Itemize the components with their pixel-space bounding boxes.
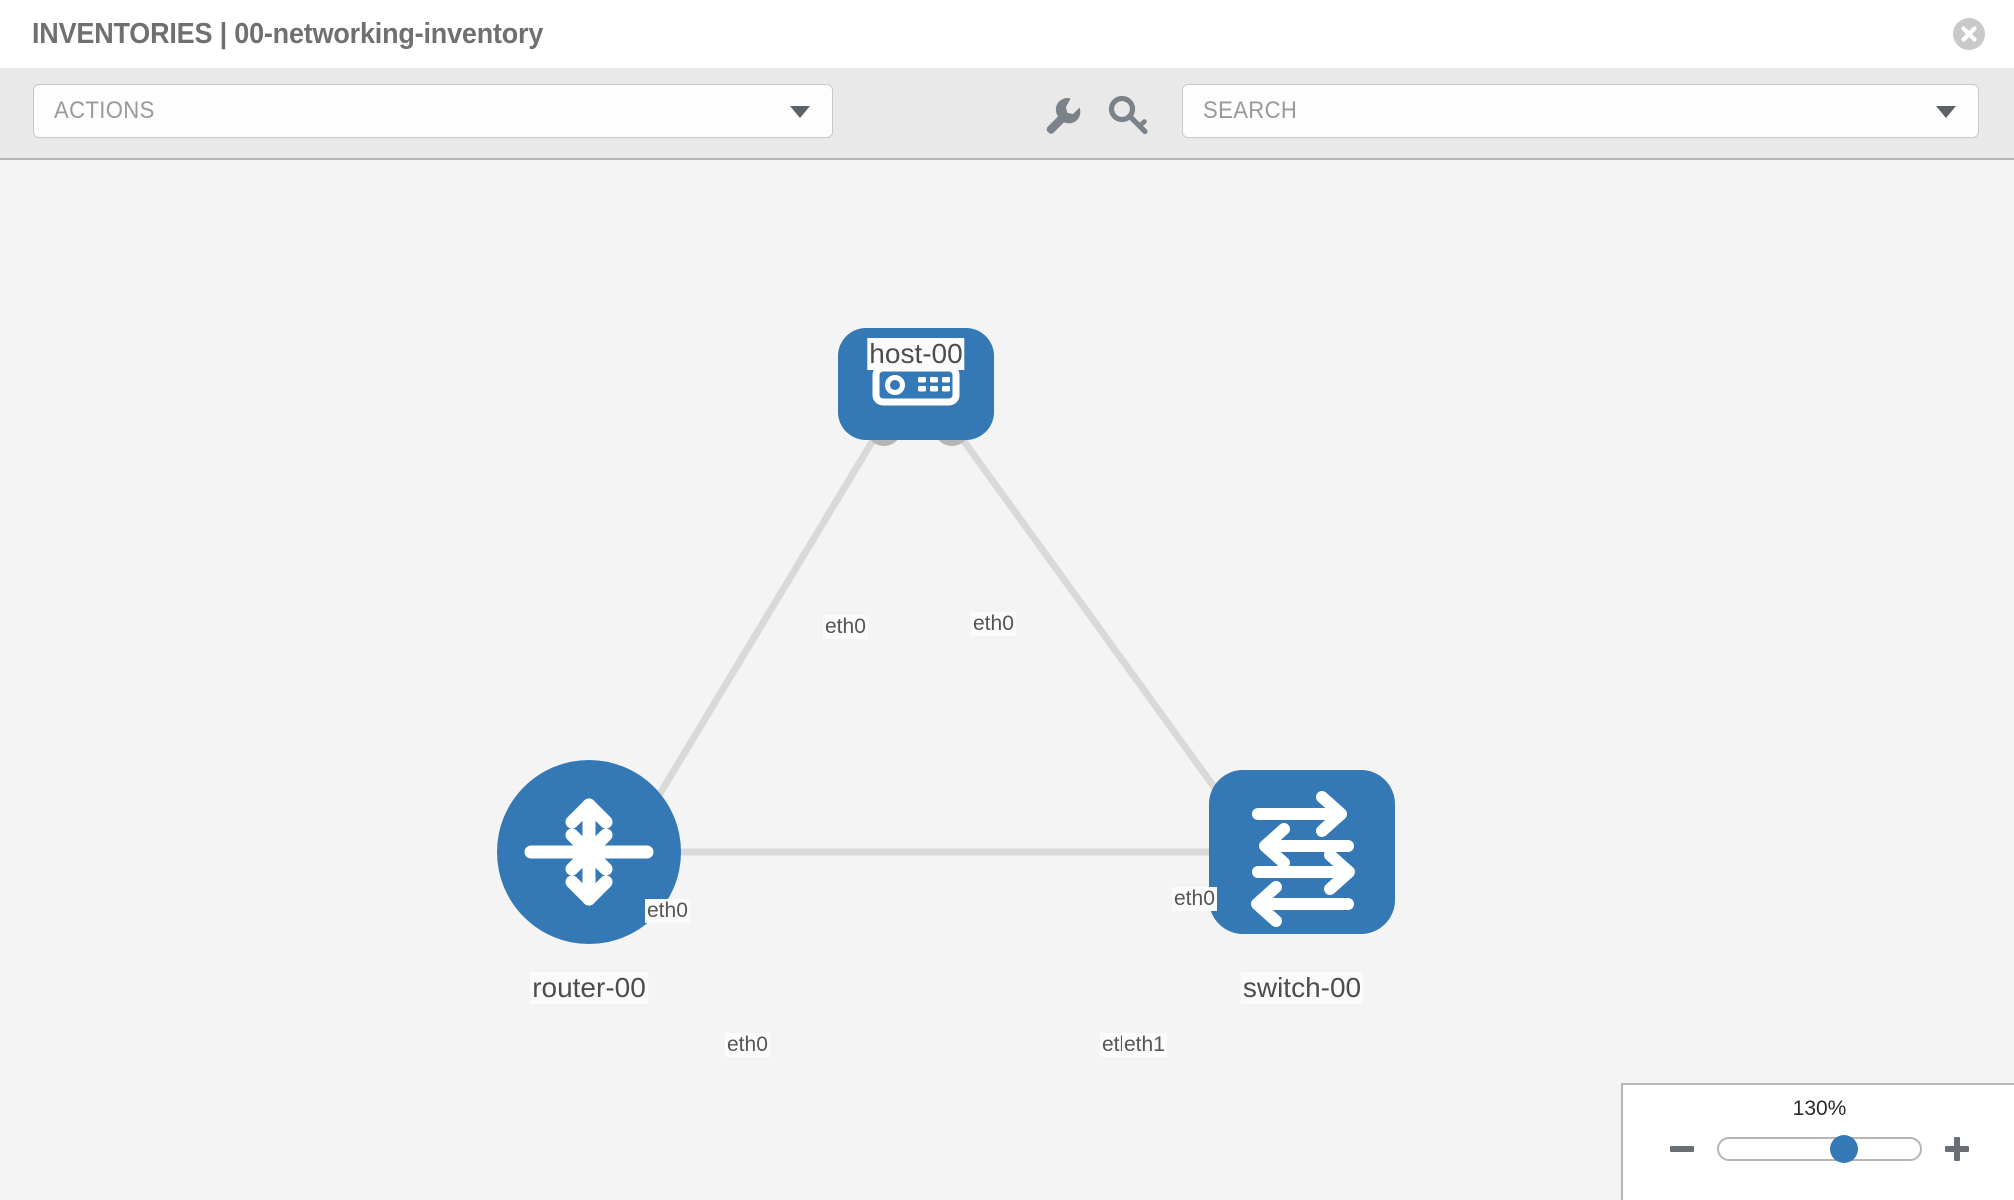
zoom-slider[interactable] — [1717, 1135, 1922, 1163]
actions-dropdown-label: ACTIONS — [54, 97, 155, 124]
chevron-down-icon — [1936, 106, 1956, 118]
chevron-down-icon — [790, 106, 810, 118]
port-connector — [618, 410, 1268, 876]
port-label: eth0 — [823, 615, 868, 639]
port-label: eth0 — [645, 899, 690, 923]
page-header: INVENTORIES | 00-networking-inventory — [0, 0, 2014, 68]
node-switch-00[interactable] — [1209, 770, 1395, 934]
node-router-00[interactable] — [497, 760, 681, 944]
zoom-control-panel: 130% — [1621, 1083, 2014, 1200]
actions-dropdown[interactable]: ACTIONS — [33, 84, 833, 138]
close-icon[interactable] — [1952, 17, 1986, 51]
wrench-icon[interactable] — [1040, 94, 1084, 134]
port-label: eth1 — [1122, 1033, 1167, 1057]
topology-canvas[interactable]: host-00 router-00 switch-00 eth0 eth0 et… — [0, 160, 2014, 1200]
port-label: eth0 — [1172, 887, 1217, 911]
zoom-percent-label: 130% — [1792, 1097, 1847, 1120]
node-label-host-00: host-00 — [867, 338, 965, 370]
search-placeholder: SEARCH — [1203, 97, 1298, 124]
key-icon[interactable] — [1108, 94, 1152, 135]
link-host-switch — [947, 419, 1241, 823]
node-label-router-00: router-00 — [530, 972, 648, 1004]
plus-icon[interactable] — [1940, 1132, 1974, 1166]
zoom-slider-thumb[interactable] — [1829, 1135, 1858, 1163]
topology-graph — [497, 328, 1395, 944]
port-label: eth0 — [725, 1033, 770, 1057]
page-title: INVENTORIES | 00-networking-inventory — [32, 17, 544, 50]
node-label-switch-00: switch-00 — [1240, 972, 1364, 1004]
search-input[interactable]: SEARCH — [1182, 84, 1979, 138]
minus-icon[interactable] — [1665, 1132, 1699, 1166]
link-host-router — [626, 420, 887, 847]
zoom-slider-row — [1623, 1129, 2014, 1169]
port-label: eth0 — [971, 612, 1016, 636]
